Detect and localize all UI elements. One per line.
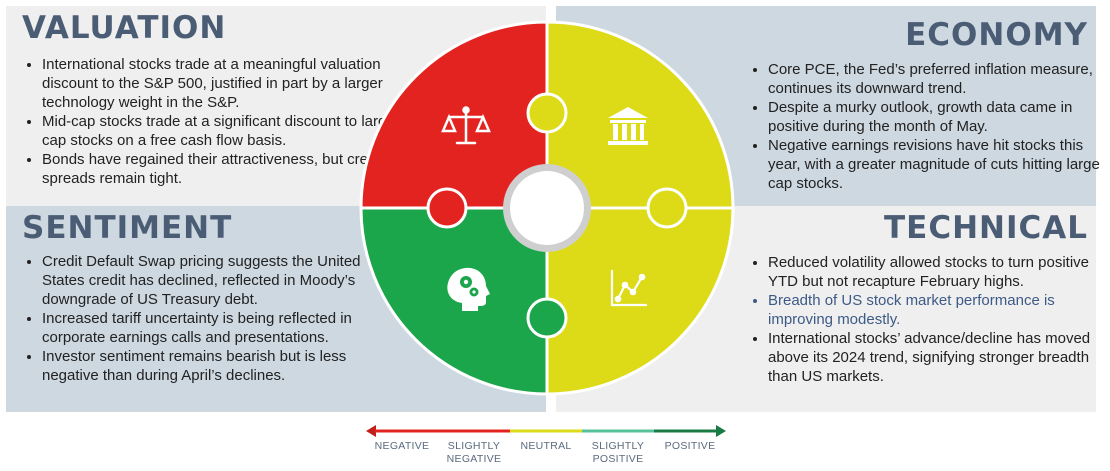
valuation-bullet: Mid-cap stocks trade at a significant di…	[42, 112, 397, 150]
sentiment-bullet: Credit Default Swap pricing suggests the…	[42, 252, 397, 309]
valuation-quadrant	[359, 20, 549, 210]
legend-label-negative: NEGATIVE	[374, 440, 430, 452]
economy-bullet: Despite a murky outlook, growth data cam…	[768, 98, 1108, 136]
economy-title: ECONOMY	[905, 17, 1088, 53]
economy-bullets: Core PCE, the Fed’s preferred inflation …	[748, 60, 1108, 193]
sentiment-bullets: Credit Default Swap pricing suggests the…	[22, 252, 397, 385]
legend-label-neutral: NEUTRAL	[520, 440, 572, 452]
technical-bullets: Reduced volatility allowed stocks to tur…	[748, 253, 1108, 386]
technical-bullet: Reduced volatility allowed stocks to tur…	[768, 253, 1108, 291]
economy-tab	[526, 92, 568, 134]
valuation-bullet: Bonds have regained their attractiveness…	[42, 150, 397, 188]
valuation-title: VALUATION	[22, 10, 227, 46]
left-arrowhead	[366, 425, 376, 437]
scale-arrow	[366, 425, 726, 437]
slightly-positive-segment	[582, 429, 654, 433]
negative-segment	[375, 429, 438, 433]
sentiment-title: SENTIMENT	[22, 210, 233, 246]
valuation-tab	[426, 187, 468, 229]
line-chart-icon	[610, 269, 648, 307]
technical-quadrant	[545, 206, 735, 396]
technical-bullet: International stocks’ advance/decline ha…	[768, 329, 1108, 386]
sentiment-bullet: Increased tariff uncertainty is being re…	[42, 309, 397, 347]
economy-bullet: Core PCE, the Fed’s preferred inflation …	[768, 60, 1108, 98]
legend-label-positive: POSITIVE	[664, 440, 716, 452]
sentiment-bullet: Investor sentiment remains bearish but i…	[42, 347, 397, 385]
sentiment-quadrant	[359, 206, 549, 396]
right-arrowhead	[716, 425, 726, 437]
puzzle-wheel	[359, 20, 735, 396]
valuation-bullet: International stocks trade at a meaningf…	[42, 55, 397, 112]
valuation-bullets: International stocks trade at a meaningf…	[22, 55, 397, 188]
positive-segment	[654, 429, 717, 433]
scales-icon	[441, 106, 491, 145]
head-gears-icon	[447, 267, 490, 311]
center-hole	[510, 171, 584, 245]
neutral-segment	[510, 429, 582, 433]
technical-bullet: Breadth of US stock market performance i…	[768, 291, 1108, 329]
legend-label-slightly-positive: SLIGHTLY POSITIVE	[591, 440, 645, 465]
technical-tab	[646, 187, 688, 229]
legend-label-slightly-negative: SLIGHTLY NEGATIVE	[446, 440, 502, 465]
sentiment-scale-legend: NEGATIVE SLIGHTLY NEGATIVE NEUTRAL SLIGH…	[366, 424, 726, 468]
bank-icon	[608, 107, 648, 145]
sentiment-tab	[526, 297, 568, 339]
technical-title: TECHNICAL	[884, 210, 1088, 246]
economy-bullet: Negative earnings revisions have hit sto…	[768, 136, 1108, 193]
slightly-negative-segment	[438, 429, 510, 433]
